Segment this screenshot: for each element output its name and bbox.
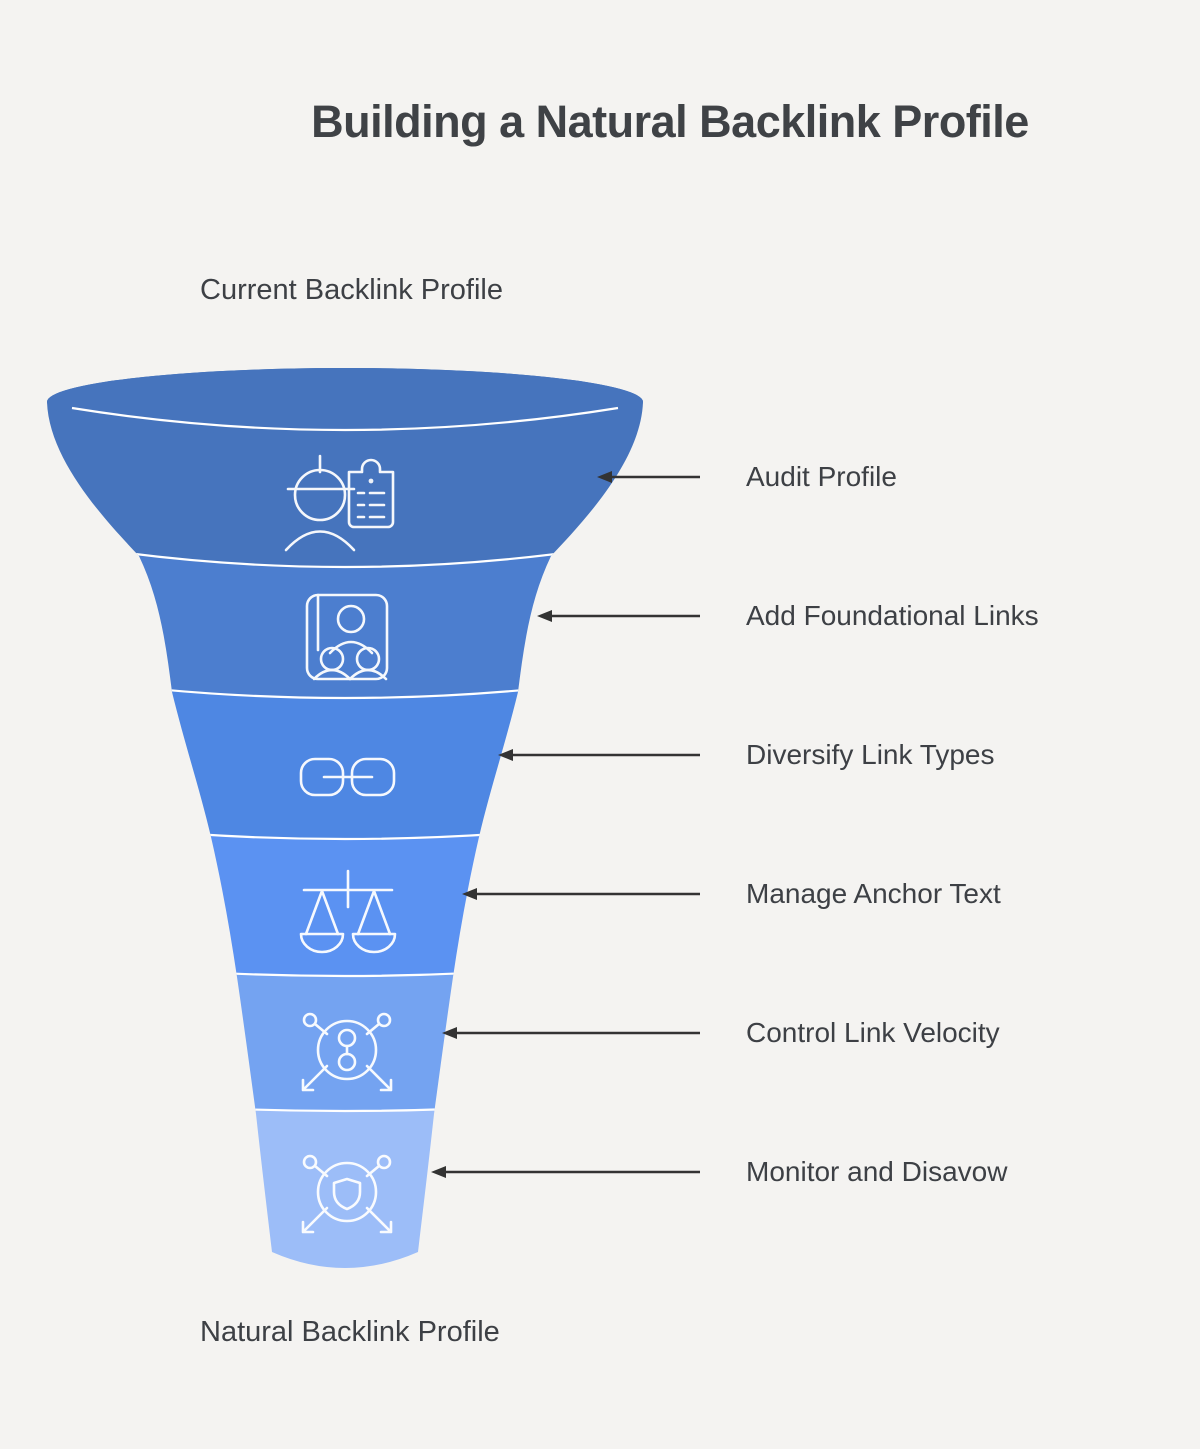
funnel-stage-band-2: [47, 532, 643, 698]
stage-label-manage-anchor-text: Manage Anchor Text: [746, 878, 1001, 909]
stage-label-monitor-and-disavow: Monitor and Disavow: [746, 1156, 1008, 1187]
stage-arrow-4: [462, 888, 700, 900]
stage-arrow-6: [431, 1166, 700, 1178]
page-title: Building a Natural Backlink Profile: [311, 96, 1029, 147]
funnel-input-label: Current Backlink Profile: [200, 274, 503, 306]
funnel-output-label: Natural Backlink Profile: [200, 1316, 500, 1348]
network-nodes-icon: [301, 1012, 393, 1092]
stage-label-control-link-velocity: Control Link Velocity: [746, 1017, 1000, 1048]
funnel-mouth-inner-lip: [71, 406, 619, 432]
stage-arrow-3: [498, 749, 700, 761]
funnel-mouth: [47, 368, 643, 436]
stage-arrow-5: [442, 1027, 700, 1039]
balance-scales-icon: [299, 869, 397, 954]
auditor-clipboard-icon: [284, 454, 395, 552]
stage-label-audit-profile: Audit Profile: [746, 461, 897, 492]
team-frame-icon: [305, 593, 389, 681]
chain-link-icon: [299, 757, 396, 797]
stage-label-add-foundational-links: Add Foundational Links: [746, 600, 1039, 631]
stage-label-diversify-link-types: Diversify Link Types: [746, 739, 995, 770]
stage-arrow-2: [537, 610, 700, 622]
funnel-stage-band-6: [47, 1090, 643, 1268]
shield-network-icon: [301, 1154, 393, 1234]
stage-arrow-1: [597, 471, 700, 483]
